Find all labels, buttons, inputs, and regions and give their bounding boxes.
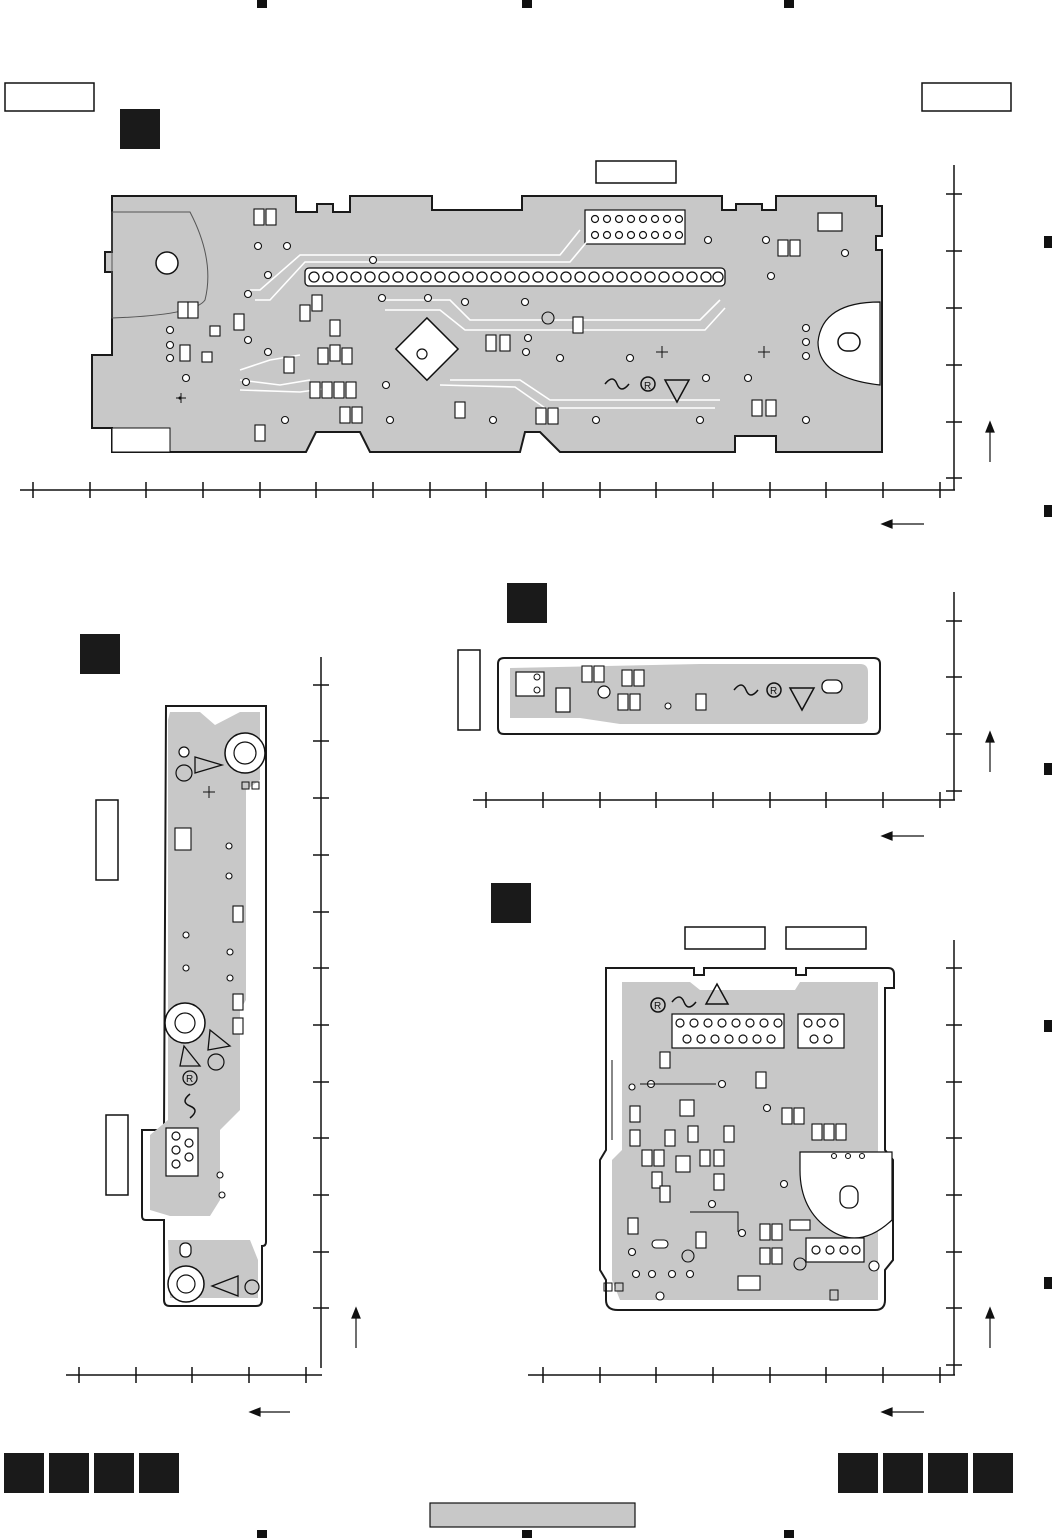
board-d: R <box>600 968 894 1310</box>
board-c-rect-pad <box>556 688 570 712</box>
footer-tabs-left <box>4 1453 179 1493</box>
board-d-ruler-horizontal <box>528 1367 955 1383</box>
reg-mark-right-4 <box>1044 1020 1052 1032</box>
svg-text:R: R <box>644 381 651 392</box>
board-b-left-arrow <box>250 1408 290 1416</box>
board-a-outline <box>92 196 882 452</box>
board-a-mount-hole-left <box>156 252 178 274</box>
board-a-corner-notch <box>112 428 170 452</box>
board-a-left-arrow <box>882 520 924 528</box>
reg-mark-right-2 <box>1044 505 1052 517</box>
board-d-connector-2 <box>798 1014 844 1048</box>
header-box-left <box>5 83 94 111</box>
board-c-left-arrow <box>882 832 924 840</box>
board-b-side-label-box-2 <box>106 1115 128 1195</box>
reg-mark-bottom-2 <box>522 1530 532 1538</box>
board-a-ruler-vertical <box>946 165 962 490</box>
board-d-label-box-1 <box>685 927 765 949</box>
board-a-square-pad <box>818 213 842 231</box>
reg-mark-right-1 <box>1044 236 1052 248</box>
board-d-connector-1 <box>672 1014 784 1048</box>
board-a-up-arrow <box>986 422 994 462</box>
svg-text:R: R <box>770 686 777 697</box>
board-a-pad-row <box>305 268 725 286</box>
reg-mark-top-3 <box>784 0 794 8</box>
reg-mark-right-5 <box>1044 1277 1052 1289</box>
board-c-oval-hole <box>822 680 842 693</box>
board-b-mount-hole-top <box>225 733 265 773</box>
reg-mark-bottom-3 <box>784 1530 794 1538</box>
board-c-tag <box>507 583 547 623</box>
svg-text:R: R <box>654 1001 661 1012</box>
board-c-ruler-vertical <box>946 592 962 800</box>
board-a-tag <box>120 109 160 149</box>
board-b: R <box>142 706 266 1306</box>
board-d-tag <box>491 883 531 923</box>
board-a-ruler-horizontal <box>20 482 955 498</box>
board-d-up-arrow <box>986 1308 994 1348</box>
header-box-right <box>922 83 1011 111</box>
reg-mark-top-2 <box>522 0 532 8</box>
board-a-connector <box>585 210 685 244</box>
board-b-up-arrow <box>352 1308 360 1348</box>
board-b-mount-hole-mid <box>165 1003 205 1043</box>
reg-mark-top-1 <box>257 0 267 8</box>
reg-mark-right-3 <box>1044 763 1052 775</box>
board-b-connector <box>166 1128 198 1176</box>
board-b-tag <box>80 634 120 674</box>
reg-mark-bottom-1 <box>257 1530 267 1538</box>
board-a-connector-label-box <box>596 161 676 183</box>
board-c-up-arrow <box>986 732 994 772</box>
footer-label-bar <box>430 1503 635 1527</box>
board-c: R <box>498 658 880 734</box>
board-c-ruler-horizontal <box>473 792 955 808</box>
board-d-connector-3 <box>806 1238 864 1262</box>
board-b-ruler-vertical <box>313 657 329 1368</box>
board-a-oval-hole <box>838 333 860 351</box>
footer-tabs-right <box>838 1453 1013 1493</box>
board-b-ruler-horizontal <box>66 1367 322 1383</box>
board-d-left-arrow <box>882 1408 924 1416</box>
board-d-ruler-vertical <box>946 940 962 1375</box>
board-d-label-box-2 <box>786 927 866 949</box>
board-c-side-label-box <box>458 650 480 730</box>
svg-text:R: R <box>186 1074 193 1085</box>
board-a: R <box>92 196 882 452</box>
board-b-side-label-box-1 <box>96 800 118 880</box>
board-b-mount-hole-bottom <box>168 1266 204 1302</box>
